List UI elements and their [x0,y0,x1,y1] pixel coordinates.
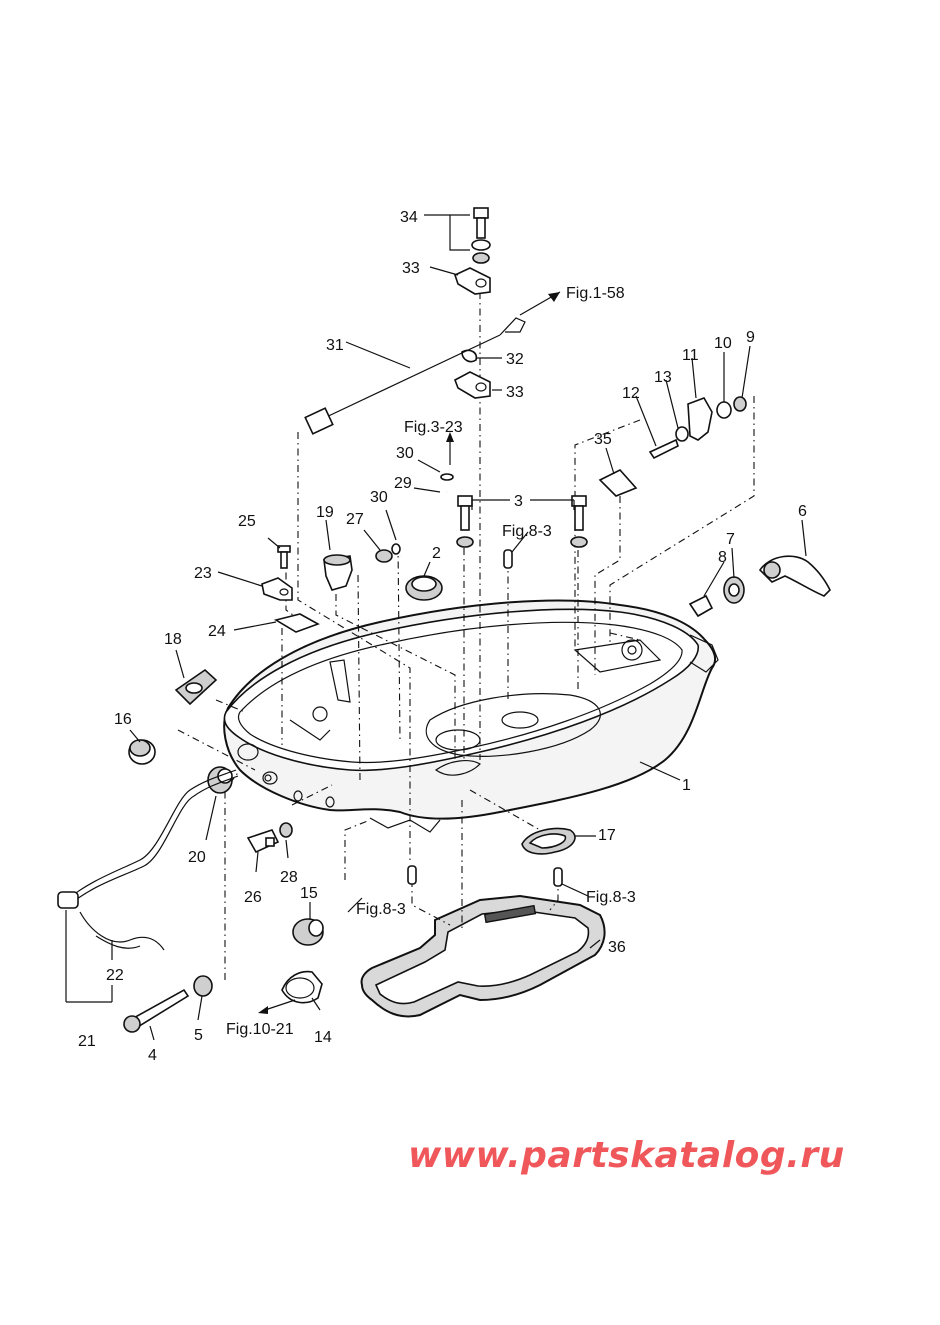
plate-24 [273,613,320,633]
plug-15 [292,918,324,946]
part-number: 1 [682,777,691,794]
figure-ref: Fig.8-3 [502,523,552,540]
part-number: 30 [370,489,388,506]
figure-ref: Fig.3-23 [404,419,463,436]
part-number: 34 [400,209,418,226]
watermark: www.partskatalog.ru [408,1135,845,1176]
part-number: 23 [194,565,212,582]
latch-11 [687,397,713,441]
figure-references: Fig.1-58 Fig.3-23 Fig.8-3 Fig.8-3 Fig.8-… [226,285,636,1038]
washer-7 [723,576,745,604]
clip-32 [461,349,478,363]
part-number: 5 [194,1027,203,1044]
clamp-33-upper [454,267,491,295]
bushing-8 [688,594,714,618]
part-number: 6 [798,503,807,520]
collar-5 [193,975,213,997]
cable-31 [304,317,526,435]
part-number: 32 [506,351,524,368]
boot-14 [281,970,323,1004]
part-number: 8 [718,549,727,566]
part-number: 25 [238,513,256,530]
part-number: 20 [188,849,206,866]
plug-16 [128,739,156,765]
grommet-18 [174,668,218,706]
part-number: 33 [402,260,420,277]
pins-fig8-3 [407,865,563,887]
part-number: 36 [608,939,626,956]
part-number: 2 [432,545,441,562]
part-number: 3 [514,493,523,510]
part-number: 33 [506,384,524,401]
shaft-4 [123,988,190,1033]
switch-26 [246,829,280,854]
leader-lines [65,214,807,1041]
part-number: 9 [746,329,755,346]
part-number: 30 [396,445,414,462]
lower-cowl [223,599,719,833]
clamp-33-lower [454,371,491,399]
part-numbers: 34 33 31 32 33 30 29 30 27 19 2 3 25 23 … [78,209,807,1064]
figure-ref: Fig.10-21 [226,1021,294,1038]
pin-fig8-3-top [503,549,513,569]
part-number: 29 [394,475,412,492]
clip-30 [391,543,401,555]
assembly-lines [177,292,755,980]
screw-25 [277,545,291,569]
figure-ref: Fig.8-3 [356,901,406,918]
grommet-2 [405,575,443,601]
part-number: 26 [244,889,262,906]
clamp-23 [261,577,293,601]
figure-ref: Fig.8-3 [586,889,636,906]
bolts-3 [456,495,588,548]
part-number: 21 [78,1033,96,1050]
part-number: 17 [598,827,616,844]
grommet-17 [521,827,576,855]
part-number: 11 [682,347,699,364]
part-number: 16 [114,711,132,728]
part-number: 15 [300,885,318,902]
gasket [360,894,606,1018]
part-number: 18 [164,631,182,648]
part-number: 22 [106,967,124,984]
part-number: 31 [326,337,344,354]
figure-ref: Fig.1-58 [566,285,625,302]
hose-29 [397,473,454,558]
part-number: 35 [594,431,612,448]
part-number: 4 [148,1047,157,1064]
label-35 [598,469,638,497]
part-number: 10 [714,335,732,352]
part-number: 27 [346,511,364,528]
plug-19 [323,554,353,591]
cord-21-22 [57,769,239,951]
part-number: 13 [654,369,672,386]
lever-6 [758,555,831,597]
screw-12 [648,438,679,460]
part-number: 12 [622,385,640,402]
nut-27 [375,549,393,563]
part-number: 28 [280,869,298,886]
grommet-28 [279,822,293,838]
part-number: 24 [208,623,226,640]
part-number: 7 [726,531,735,548]
bolt-34 [471,207,491,264]
part-number: 19 [316,504,334,521]
part-number: 14 [314,1029,332,1046]
